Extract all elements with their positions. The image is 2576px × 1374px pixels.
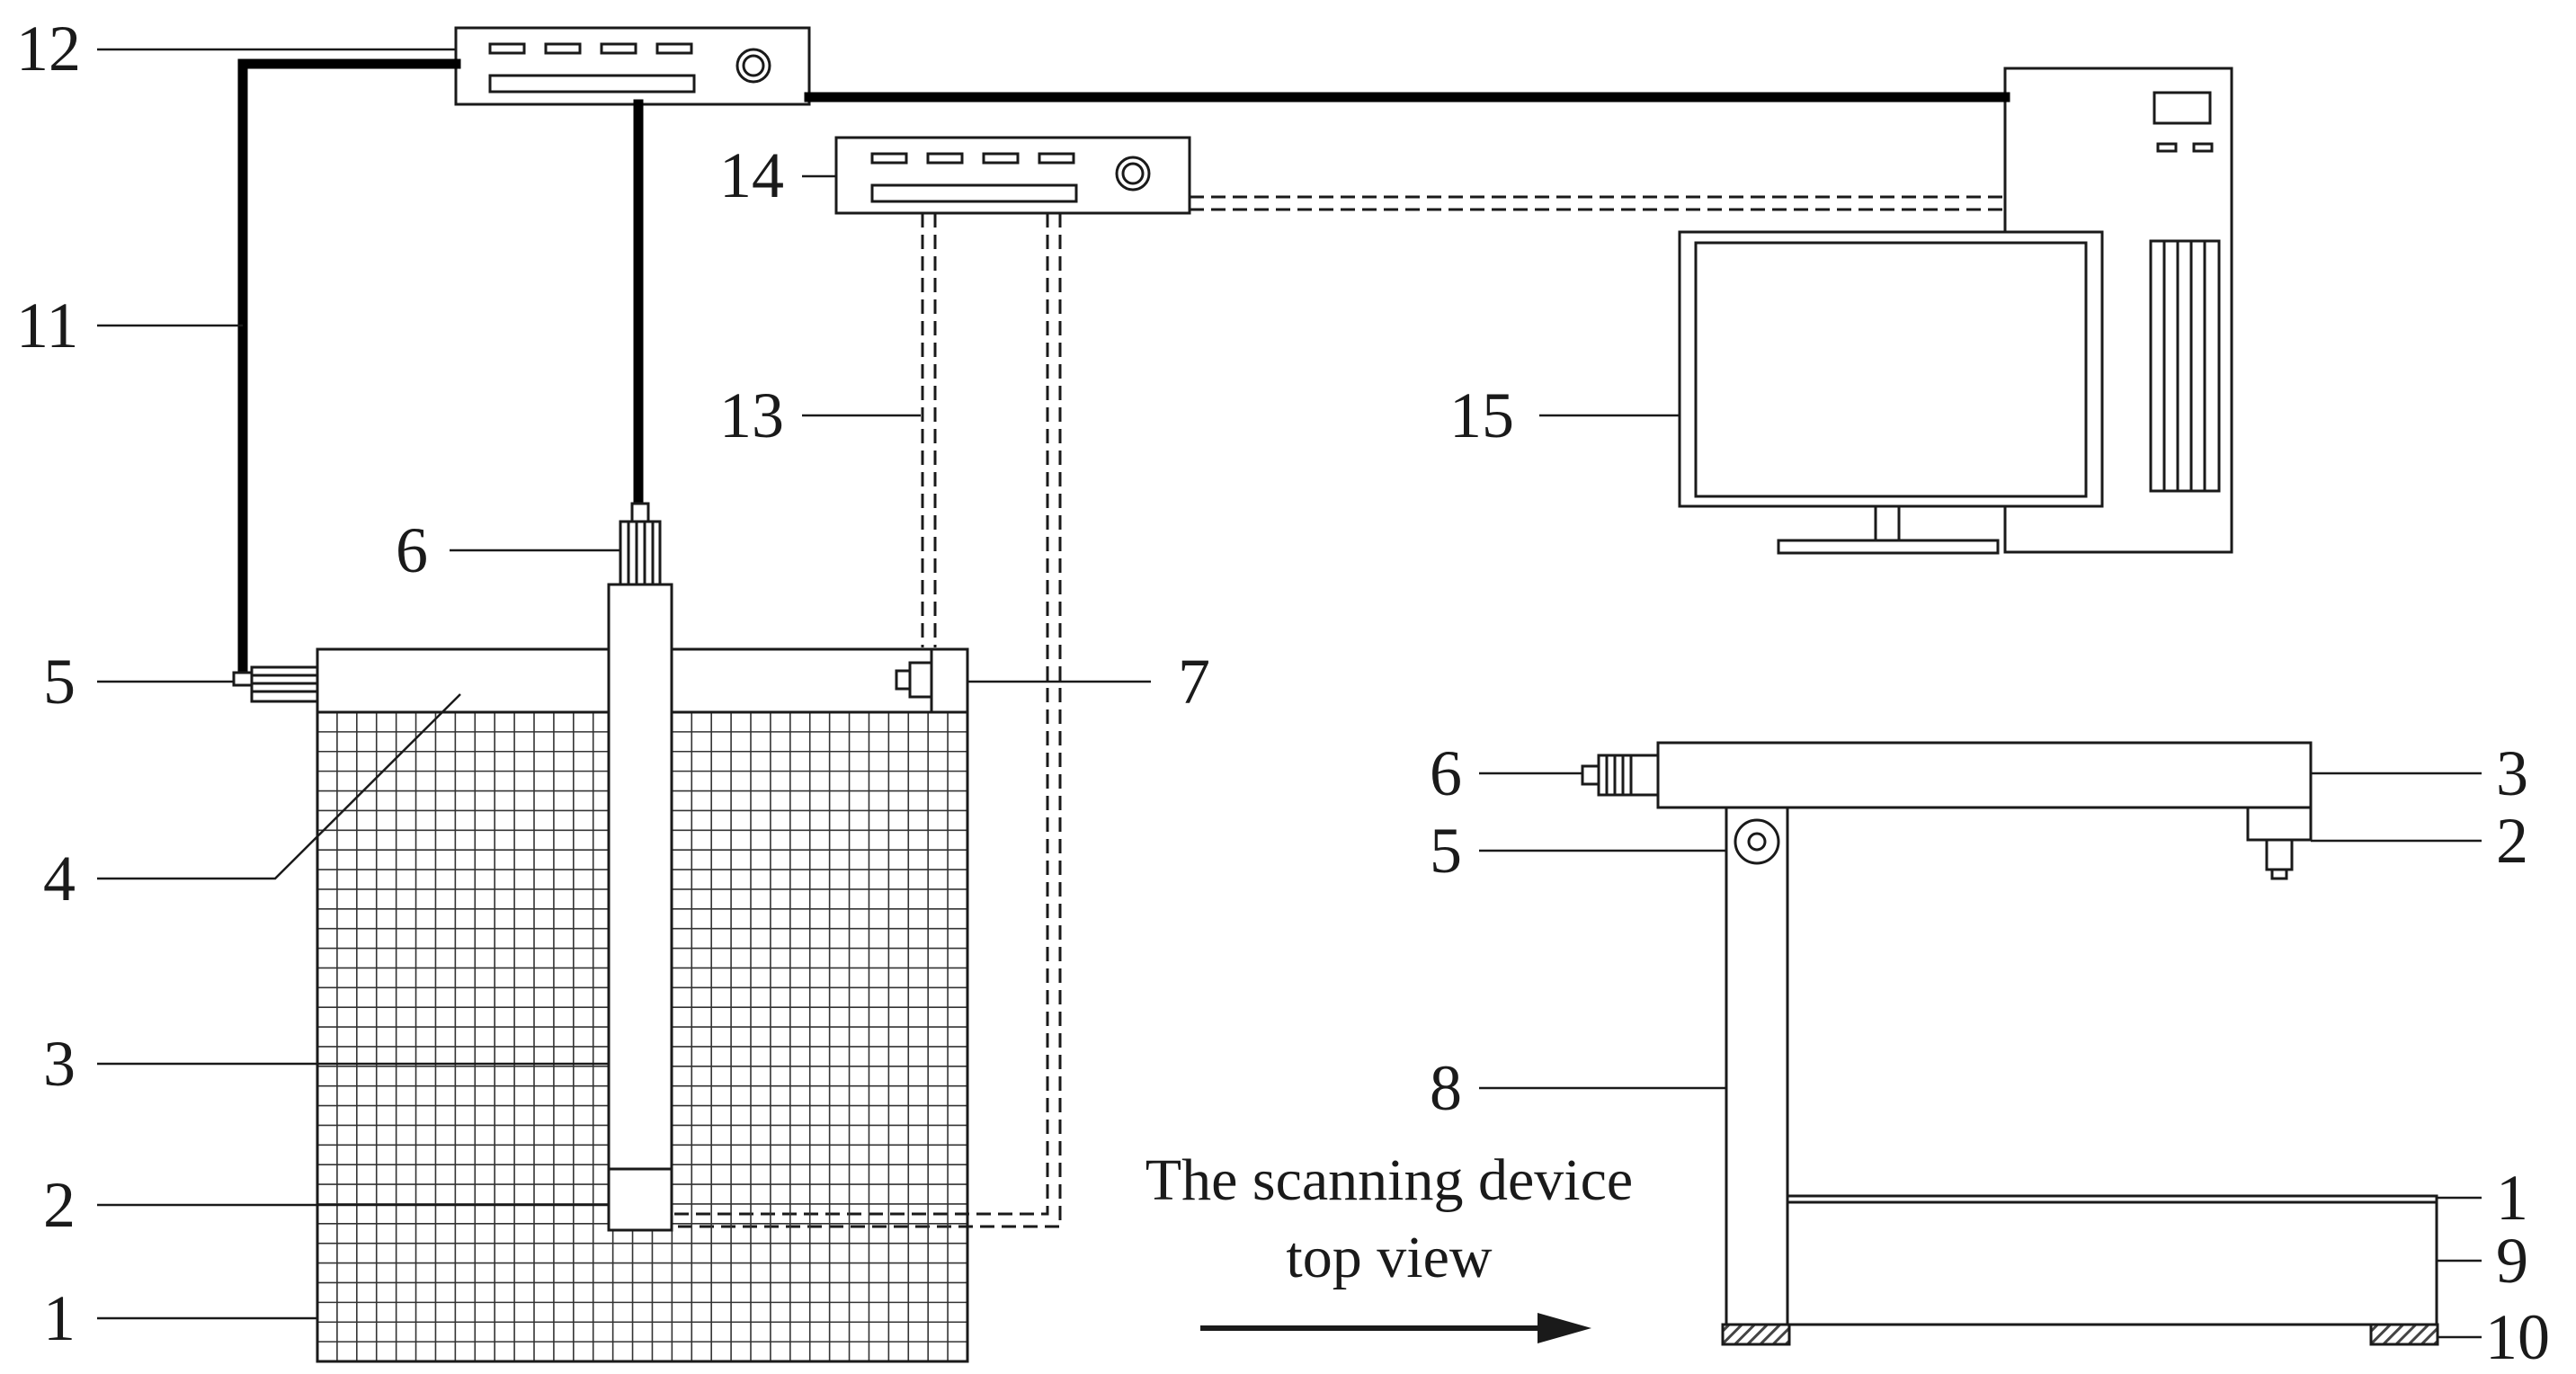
side-label-3: 3 (2496, 737, 2528, 809)
sensor-7 (895, 647, 969, 714)
motor-5 (232, 665, 319, 703)
monitor-15 (1678, 230, 2104, 555)
solid-cables (237, 58, 2010, 678)
label-1: 1 (43, 1282, 76, 1354)
side-label-6: 6 (1430, 737, 1462, 809)
caption-line-1: The scanning device (1145, 1147, 1633, 1213)
label-13: 13 (719, 379, 784, 451)
label-6: 6 (396, 514, 428, 586)
side-label-1: 1 (2496, 1162, 2528, 1234)
controller-12 (454, 26, 811, 106)
side-view-frame (1581, 741, 2438, 1326)
side-label-10: 10 (2485, 1301, 2550, 1373)
label-15: 15 (1449, 379, 1514, 451)
label-14: 14 (719, 139, 784, 211)
label-7: 7 (1178, 646, 1210, 718)
motor-6 (619, 502, 662, 586)
side-foot-left-10 (1721, 1323, 1791, 1346)
side-label-9: 9 (2496, 1225, 2528, 1297)
side-foot-right-10 (2369, 1323, 2439, 1346)
label-5: 5 (43, 646, 76, 718)
dashed-cables (673, 195, 2005, 1228)
label-12: 12 (16, 13, 81, 85)
label-3: 3 (43, 1028, 76, 1100)
side-label-2: 2 (2496, 805, 2528, 877)
leader-lines (97, 48, 1680, 1320)
label-4: 4 (43, 843, 76, 915)
side-label-8: 8 (1430, 1052, 1462, 1124)
side-leader-lines (1479, 772, 2482, 1339)
label-2: 2 (43, 1169, 76, 1241)
caption-line-2: top view (1286, 1225, 1492, 1290)
direction-arrow (1200, 1313, 1591, 1343)
side-label-5: 5 (1430, 815, 1462, 887)
moving-arm-3 (607, 583, 673, 1232)
label-11: 11 (16, 290, 78, 361)
side-base-9 (1786, 1194, 2438, 1326)
acquisition-unit-14 (834, 136, 1191, 215)
side-sensor-2 (2246, 806, 2313, 842)
